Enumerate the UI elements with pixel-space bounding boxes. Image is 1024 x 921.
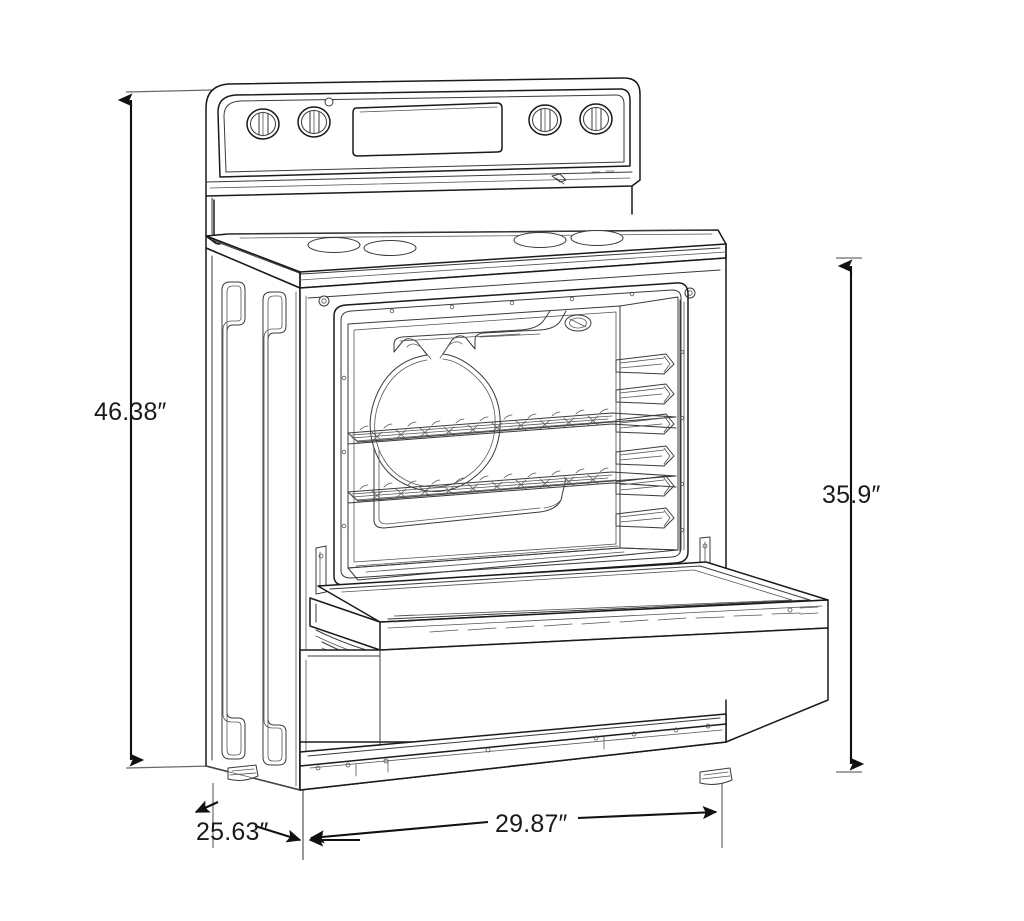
rack-guide-2 [615,383,675,405]
control-knobs [246,97,613,140]
cooktop [205,229,727,289]
rack-guide-5 [615,475,675,497]
right-rear-burner [570,230,624,246]
oven-control-display[interactable] [352,102,503,157]
dimension-label-overall-depth: 25.63″ [196,818,269,846]
rack-guide-6 [615,507,675,529]
left-side-panel [205,247,301,791]
left-front-element-knob[interactable] [297,106,331,138]
right-front-element-knob[interactable] [528,104,562,136]
rack-guide-1 [615,353,675,375]
base-edge [205,765,301,791]
leveling-foot-right [699,767,733,785]
rack-guide-4 [615,445,675,467]
cavity-rivets [341,291,635,529]
kick-plate [299,713,727,791]
hinge-left [315,545,327,595]
right-front-burner [513,232,567,248]
dimension-label-cooktop-height: 35.9″ [822,481,881,509]
dimension-line-overall-depth [194,800,360,847]
leveling-foot-left [227,764,259,781]
left-front-burner [363,240,417,256]
oven-light [564,314,592,332]
surface-element-indicator-light [324,97,334,107]
rack-guide-3 [615,413,675,435]
rack-guide-rails [615,299,685,553]
dimension-line-overall-width [309,805,718,844]
oven-rack-upper [347,408,677,445]
right-rear-element-knob[interactable] [579,103,613,135]
backguard-bracket [551,170,615,185]
bake-element [369,310,567,529]
oven-cavity [333,282,689,586]
dimension-label-overall-width: 29.87″ [495,810,568,838]
left-rear-burner [307,237,361,253]
leveling-feet [227,764,733,785]
backguard [205,77,641,245]
door-vent-slots [429,612,801,633]
left-rear-element-knob[interactable] [246,108,280,140]
oven-rack-lower [347,467,677,504]
dimension-label-overall-height: 46.38″ [94,398,167,426]
frame-screw-top-right [684,287,696,299]
frame-screw-top-left [318,295,330,307]
